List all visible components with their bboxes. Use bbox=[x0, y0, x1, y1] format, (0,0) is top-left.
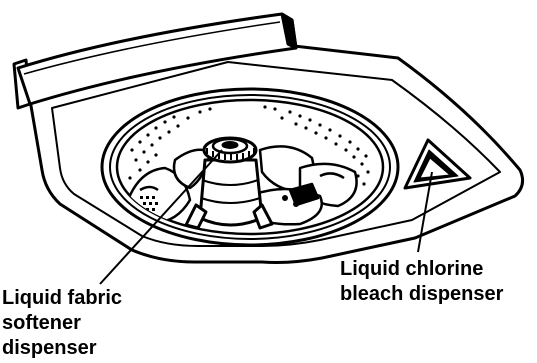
bleach-dispenser-label: Liquid chlorine bleach dispenser bbox=[340, 257, 503, 307]
bleach-label-line-2: bleach dispenser bbox=[340, 282, 503, 307]
fabric-softener-label: Liquid fabric softener dispenser bbox=[2, 286, 122, 361]
bleach-label-line-1: Liquid chlorine bbox=[340, 257, 503, 282]
fabric-softener-label-line-2: softener bbox=[2, 311, 122, 336]
fabric-softener-dispenser bbox=[204, 138, 256, 162]
fabric-softener-label-line-1: Liquid fabric bbox=[2, 286, 122, 311]
fabric-softener-label-line-3: dispenser bbox=[2, 336, 122, 361]
